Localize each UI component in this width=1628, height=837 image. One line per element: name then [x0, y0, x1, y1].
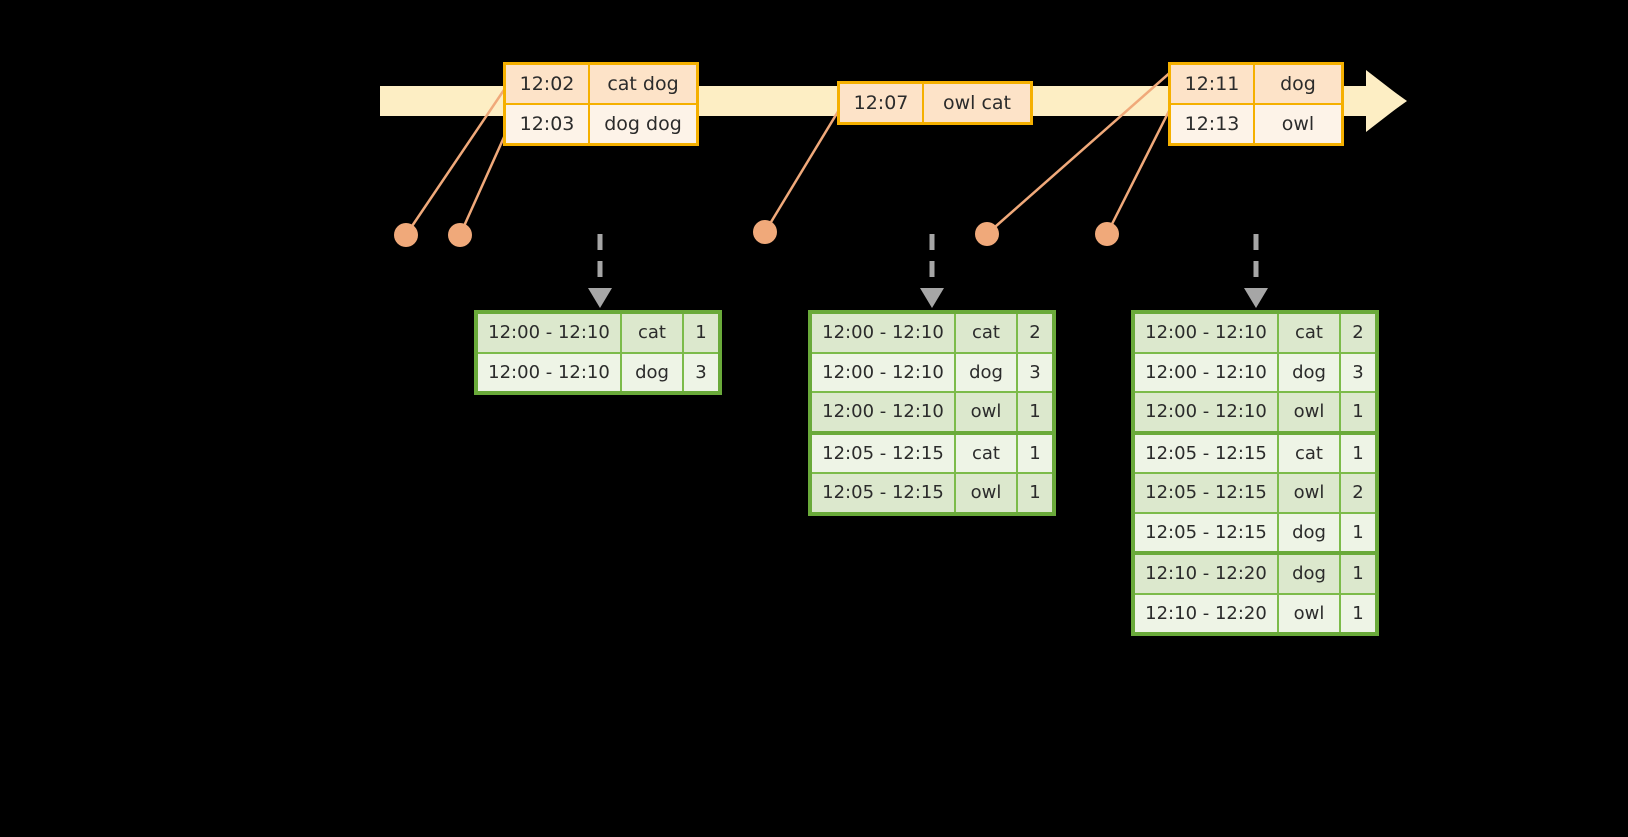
event-row: 12:02 cat dog	[506, 65, 696, 103]
cell-word: owl	[956, 474, 1018, 512]
event-words: dog	[1280, 73, 1316, 95]
event-box-group-2: 12:11 dog 12:13 owl	[1168, 62, 1344, 146]
event-words: dog dog	[604, 113, 682, 135]
event-time: 12:13	[1171, 105, 1255, 143]
connector-dot-1211	[975, 222, 999, 246]
event-words: owl	[1281, 113, 1315, 135]
cell-count: 1	[1029, 401, 1041, 423]
event-row: 12:03 dog dog	[506, 103, 696, 143]
cell-count: 2	[1352, 482, 1364, 504]
cell-word: cat	[956, 434, 1018, 472]
cell-word: owl	[1279, 393, 1341, 431]
cell-count: 3	[1352, 361, 1364, 383]
cell-count: 2	[1029, 322, 1041, 344]
cell-word: cat	[1279, 434, 1341, 472]
event-time: 12:03	[506, 105, 590, 143]
cell-word: cat	[622, 314, 684, 352]
cell-count: 1	[1352, 521, 1364, 543]
dashed-arrow-to-table-0-head	[588, 288, 612, 308]
event-row: 12:11 dog	[1171, 65, 1341, 103]
cell-count: 1	[695, 322, 707, 344]
cell-word: dog	[956, 353, 1018, 391]
cell-word: dog	[622, 353, 684, 391]
cell-window: 12:05 - 12:15	[812, 474, 956, 512]
cell-count: 3	[1029, 361, 1041, 383]
cell-window: 12:00 - 12:10	[812, 353, 956, 391]
event-time: 12:07	[840, 84, 924, 122]
connector-dot-1203	[448, 223, 472, 247]
cell-window: 12:00 - 12:10	[478, 353, 622, 391]
cell-window: 12:00 - 12:10	[478, 314, 622, 352]
event-time: 12:11	[1171, 65, 1255, 103]
cell-window: 12:00 - 12:10	[1135, 314, 1279, 352]
cell-word: owl	[1279, 474, 1341, 512]
dashed-arrow-to-table-1-head	[920, 288, 944, 308]
connector-line-1213	[1105, 104, 1174, 235]
cell-window: 12:10 - 12:20	[1135, 594, 1279, 632]
cell-count: 1	[1352, 563, 1364, 585]
event-box-group-0: 12:02 cat dog 12:03 dog dog	[503, 62, 699, 146]
event-words: owl cat	[942, 92, 1012, 114]
cell-count: 1	[1029, 482, 1041, 504]
connector-dot-1202	[394, 223, 418, 247]
cell-count: 1	[1352, 442, 1364, 464]
cell-count: 3	[695, 361, 707, 383]
cell-window: 12:00 - 12:10	[812, 393, 956, 431]
connector-line-1207	[763, 99, 847, 233]
cell-count: 2	[1352, 322, 1364, 344]
connector-dot-1207	[753, 220, 777, 244]
event-row: 12:07 owl cat	[840, 84, 1030, 122]
cell-window: 12:05 - 12:15	[1135, 434, 1279, 472]
event-words: cat dog	[607, 73, 679, 95]
cell-window: 12:05 - 12:15	[812, 434, 956, 472]
cell-word: owl	[1279, 594, 1341, 632]
cell-window: 12:10 - 12:20	[1135, 555, 1279, 593]
event-row: 12:13 owl	[1171, 103, 1341, 143]
cell-word: dog	[1279, 353, 1341, 391]
event-box-group-1: 12:07 owl cat	[837, 81, 1033, 125]
event-time: 12:02	[506, 65, 590, 103]
cell-count: 1	[1352, 602, 1364, 624]
dashed-arrow-to-table-2-head	[1244, 288, 1268, 308]
cell-word: dog	[1279, 555, 1341, 593]
cell-window: 12:00 - 12:10	[1135, 353, 1279, 391]
cell-window: 12:00 - 12:10	[1135, 393, 1279, 431]
cell-word: owl	[956, 393, 1018, 431]
cell-word: dog	[1279, 513, 1341, 551]
cell-window: 12:05 - 12:15	[1135, 474, 1279, 512]
cell-count: 1	[1029, 442, 1041, 464]
cell-word: cat	[1279, 314, 1341, 352]
connector-dot-1213	[1095, 222, 1119, 246]
cell-word: cat	[956, 314, 1018, 352]
cell-count: 1	[1352, 401, 1364, 423]
cell-window: 12:00 - 12:10	[812, 314, 956, 352]
cell-window: 12:05 - 12:15	[1135, 513, 1279, 551]
